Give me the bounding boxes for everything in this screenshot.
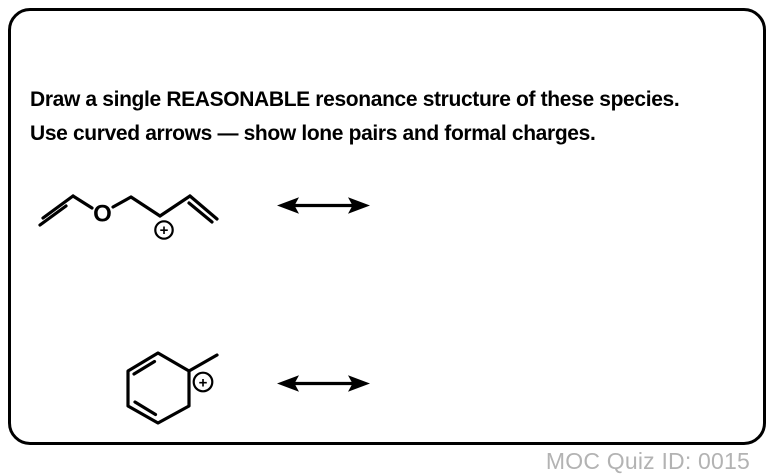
- oxygen-atom-label: O: [93, 201, 112, 228]
- ring-double-bond-bottom-left: [133, 400, 158, 417]
- bond-c5-c6-double: [187, 201, 214, 224]
- arrow-head-left: [277, 197, 299, 214]
- arrow-head-right: [348, 375, 370, 392]
- resonance-arrow-2: [277, 375, 370, 392]
- molecule-2-methylcyclohexadienyl-cation: +: [126, 351, 219, 425]
- resonance-arrow-1: [277, 197, 370, 214]
- charge-plus-sign: +: [199, 374, 208, 391]
- bond-o-c3: [111, 195, 133, 209]
- instructions-line1: Draw a single REASONABLE resonance struc…: [30, 88, 680, 111]
- quiz-id-label: MOC Quiz ID: 0015: [545, 448, 750, 474]
- instructions-line2: Use curved arrows — show lone pairs and …: [30, 122, 596, 145]
- charge-plus-sign: +: [160, 222, 169, 239]
- bond-c1-c2-double: [38, 204, 68, 227]
- charge-circle: [154, 220, 174, 240]
- molecule-1-vinyl-ether-cation: O +: [38, 194, 219, 240]
- bond-c2-o: [71, 194, 94, 210]
- formal-charge-plus-icon: +: [154, 220, 174, 240]
- bond-c1-c2-main: [41, 194, 75, 220]
- arrow-head-left: [277, 375, 299, 392]
- formal-charge-plus-icon: +: [192, 371, 214, 393]
- methyl-bond: [187, 353, 219, 373]
- charge-circle: [192, 371, 214, 393]
- arrow-head-right: [348, 197, 370, 214]
- bond-c4-c5: [158, 194, 192, 218]
- bond-c5-c6-main: [188, 194, 219, 221]
- ring-double-bond-top-left: [132, 359, 157, 376]
- bond-c3-c4: [129, 195, 162, 218]
- cyclohexadiene-ring: [126, 351, 191, 425]
- instructions: Draw a single REASONABLE resonance struc…: [30, 83, 680, 151]
